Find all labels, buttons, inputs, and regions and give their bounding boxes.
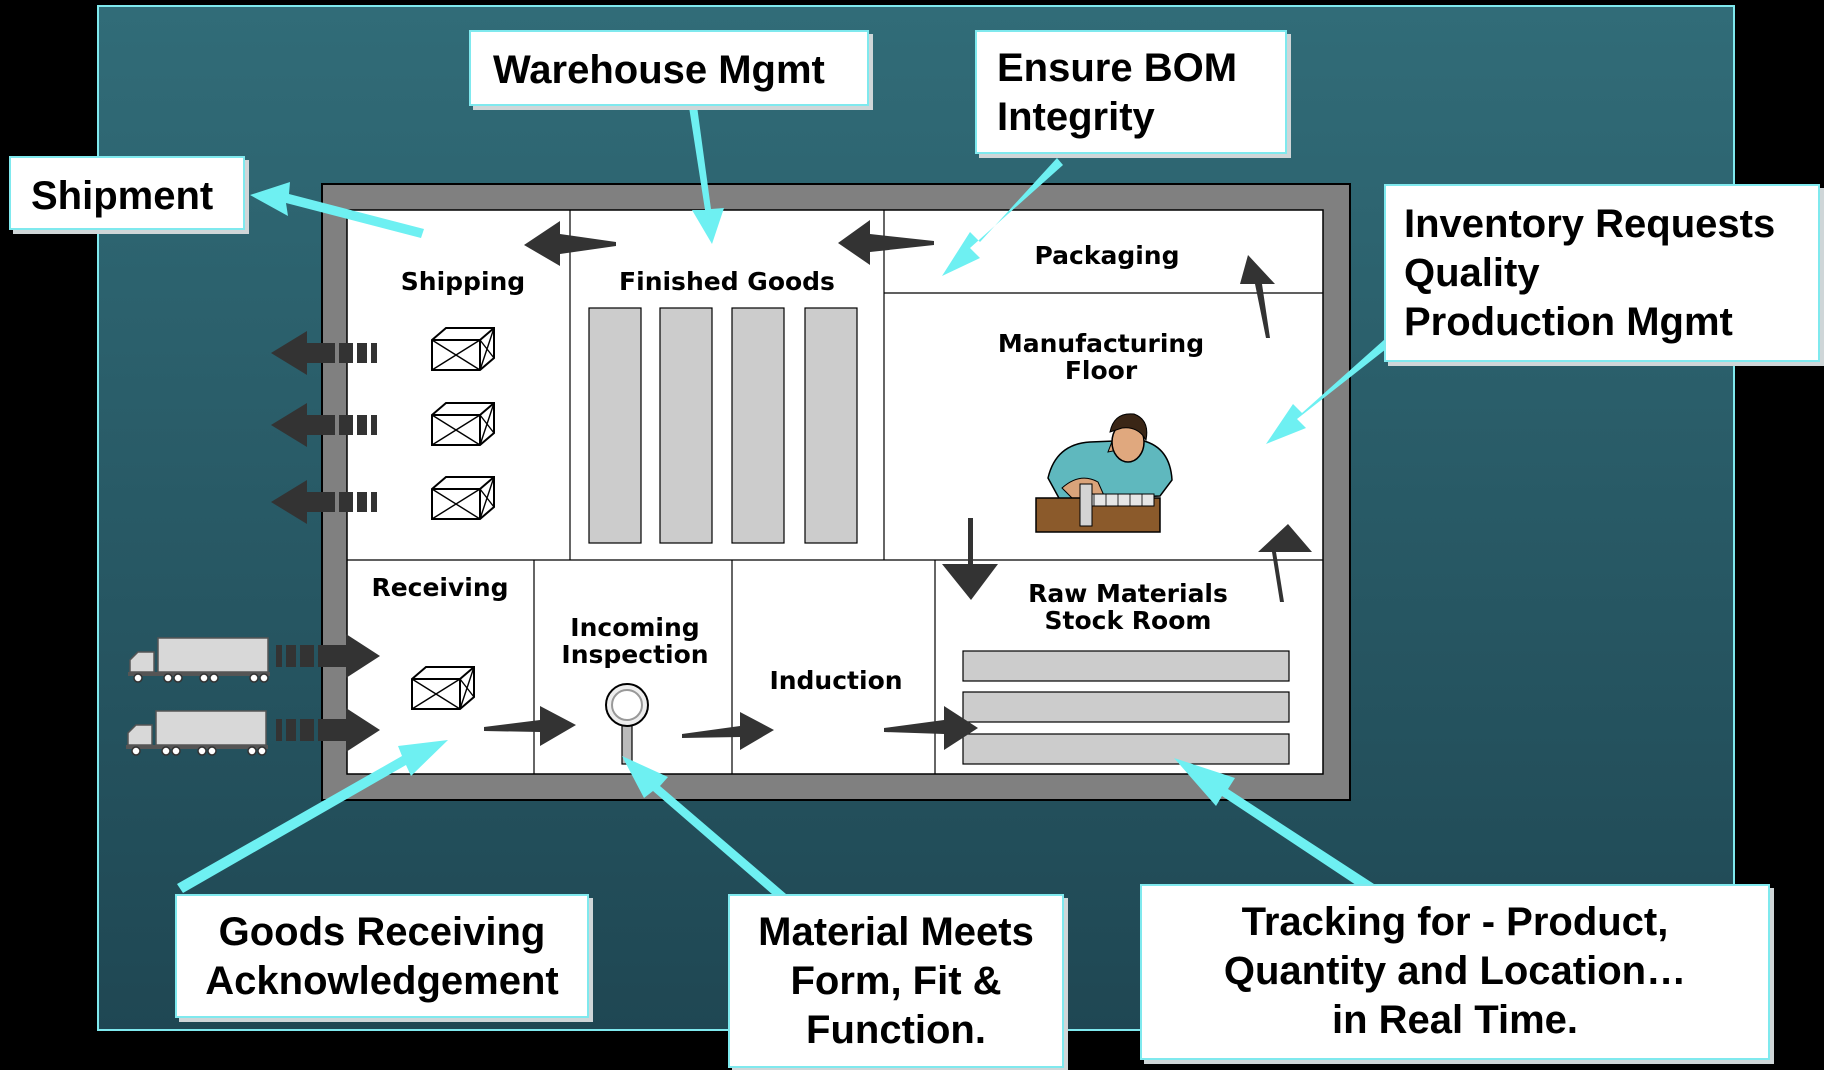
flow-arrow-icon	[1258, 524, 1312, 602]
flow-arrow-icon	[942, 518, 998, 600]
rack	[659, 307, 713, 544]
flow-arrow-icon	[484, 706, 576, 746]
callout-text: Quality	[1404, 250, 1540, 295]
flow-arrow-icon	[682, 712, 774, 750]
callout-text: Production Mgmt	[1404, 299, 1733, 344]
flow-arrow-icon	[838, 220, 934, 265]
pointer-arrow	[942, 158, 1063, 276]
callout-text: Quantity and Location…	[1223, 948, 1687, 993]
callout-text: Inventory Requests	[1404, 202, 1776, 246]
room-label-receiving: Receiving	[371, 573, 509, 602]
flow-arrows	[484, 220, 1312, 750]
callout-text: Function.	[806, 1007, 986, 1052]
room-label-finished-goods: Finished Goods	[619, 267, 835, 296]
room-label-line: Floor	[1064, 356, 1138, 385]
callout-goods-receiving: Goods Receiving Acknowledgement	[175, 894, 589, 1018]
callout-text: Warehouse Mgmt	[493, 48, 825, 92]
shelf	[962, 650, 1290, 682]
callout-text: Ensure BOM	[997, 46, 1238, 90]
flow-arrow-icon	[524, 221, 616, 266]
callout-material-meets: Material Meets Form, Fit & Function.	[728, 894, 1064, 1068]
pointer-arrow	[689, 106, 724, 244]
room-label-line: Inspection	[561, 640, 709, 669]
flow-arrow-icon	[1240, 255, 1275, 338]
room-label-shipping: Shipping	[400, 267, 526, 296]
pointer-arrow	[1174, 758, 1374, 893]
room-label-incoming-inspection: Incoming Inspection	[540, 614, 730, 668]
room-label-line: Incoming	[570, 613, 700, 642]
callout-tracking: Tracking for - Product, Quantity and Loc…	[1140, 884, 1770, 1060]
callout-inventory-requests: Inventory Requests Quality Production Mg…	[1384, 184, 1820, 362]
callout-text: Material Meets	[758, 910, 1034, 954]
interior-walls	[347, 210, 1323, 774]
flow-arrow-icon	[884, 706, 978, 750]
room-label-manufacturing: Manufacturing Floor	[946, 330, 1256, 384]
box-icon	[431, 476, 495, 520]
callout-pointers	[177, 106, 1400, 901]
room-label-line: Manufacturing	[997, 329, 1205, 358]
room-label-line: Raw Materials	[1028, 579, 1228, 608]
box-icon	[411, 666, 475, 710]
room-label-induction: Induction	[769, 666, 903, 695]
room-label-packaging: Packaging	[1034, 241, 1180, 270]
pointer-arrow	[177, 740, 448, 893]
callout-warehouse-mgmt: Warehouse Mgmt	[469, 30, 869, 106]
rack	[804, 307, 858, 544]
callout-text: Integrity	[997, 94, 1155, 139]
callout-bom-integrity: Ensure BOM Integrity	[975, 30, 1287, 154]
pointer-arrow	[622, 756, 786, 901]
rack	[588, 307, 642, 544]
room-label-line: Stock Room	[1044, 606, 1212, 635]
room-label-raw-materials: Raw Materials Stock Room	[980, 580, 1276, 634]
callout-text: Tracking for - Product,	[1241, 900, 1669, 944]
callout-shipment: Shipment	[9, 156, 245, 230]
callout-text: Goods Receiving	[218, 910, 546, 954]
box-icon	[431, 402, 495, 446]
callout-text: Acknowledgement	[205, 958, 559, 1003]
pointer-arrow	[250, 182, 424, 238]
rack	[731, 307, 785, 544]
shelf	[962, 733, 1290, 765]
shelf	[962, 691, 1290, 723]
raw-materials-shelves	[962, 650, 1290, 765]
box-icon	[431, 327, 495, 371]
magnifier-icon	[605, 683, 649, 765]
worker-illustration	[1035, 413, 1173, 533]
callout-text: Shipment	[31, 174, 214, 218]
finished-goods-racks	[588, 307, 858, 544]
callout-text: Form, Fit &	[790, 958, 1002, 1003]
pointer-arrow	[1266, 331, 1400, 444]
callout-text: in Real Time.	[1331, 997, 1578, 1042]
